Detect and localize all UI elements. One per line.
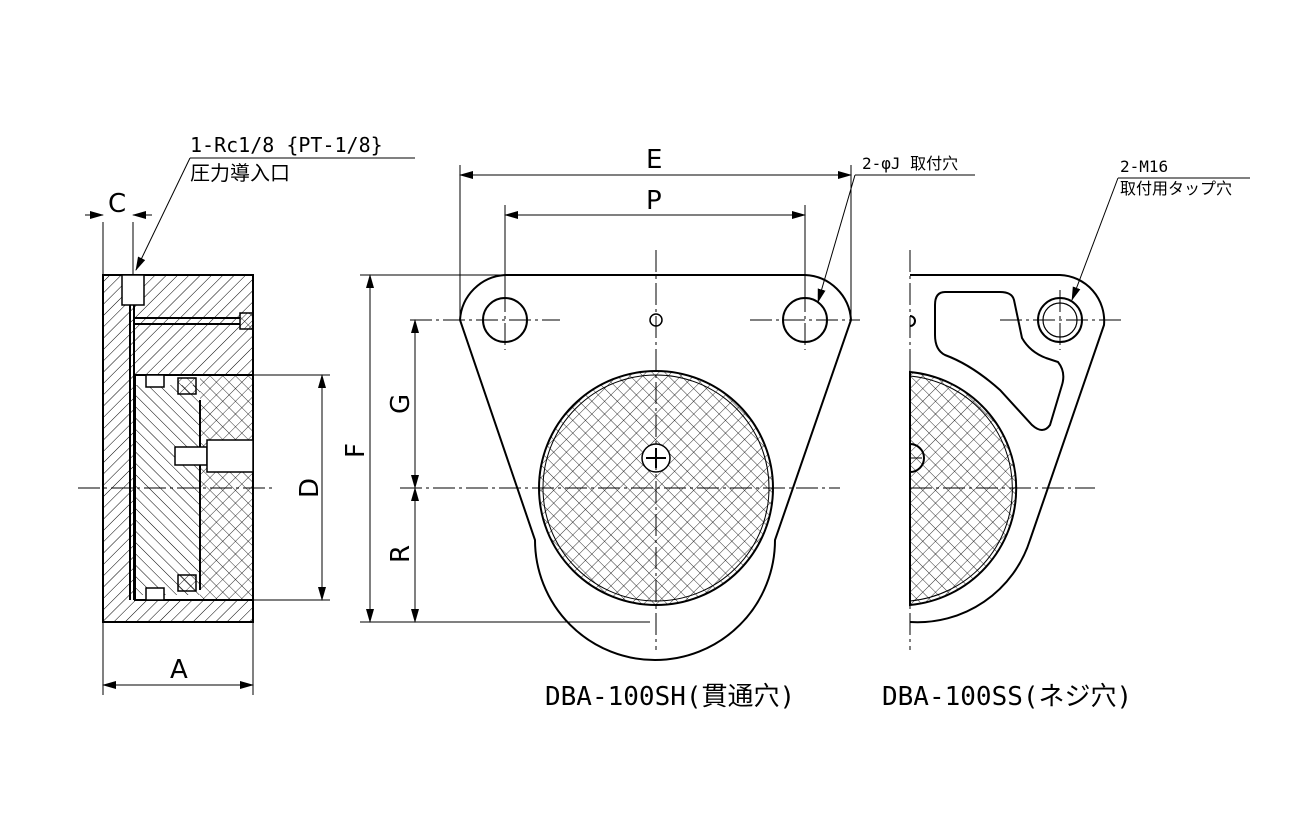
port-callout-label: 圧力導入口 (190, 161, 290, 185)
dim-r-label: R (386, 545, 416, 563)
dim-f-label: F (341, 443, 371, 458)
front-view-ss: 2-M16 取付用タップ穴 DBA-100SS(ネジ穴) (882, 157, 1250, 712)
dim-p-label: P (646, 186, 662, 216)
recess-pocket (934, 291, 1065, 431)
base-plate-half-outline (909, 274, 1106, 624)
caption-ss: DBA-100SS(ネジ穴) (882, 682, 1132, 712)
tap-callout-text: 2-M16 (1120, 157, 1168, 176)
dim-d-label: D (295, 478, 325, 498)
dim-a-label: A (170, 655, 188, 685)
dim-g-label: G (386, 394, 416, 414)
side-section-view: C A D 1-Rc1/8 {PT-1/8} 圧力導入口 (78, 133, 415, 695)
port-callout-text: 1-Rc1/8 {PT-1/8} (190, 133, 383, 157)
dim-e-label: E (646, 145, 662, 175)
lower-seal (177, 574, 197, 592)
caption-sh: DBA-100SH(貫通穴) (545, 682, 795, 712)
side-screw (174, 446, 208, 466)
dim-c-label: C (108, 189, 126, 219)
base-plate-outline (458, 274, 853, 661)
front-view-sh: E P F G R 2-φJ 取付穴 DBA-100SH(貫通穴) (341, 145, 975, 712)
upper-seal (177, 377, 197, 395)
tap-callout-label: 取付用タップ穴 (1120, 179, 1232, 198)
pressure-port (121, 274, 145, 306)
hole-callout-text: 2-φJ 取付穴 (862, 154, 958, 173)
